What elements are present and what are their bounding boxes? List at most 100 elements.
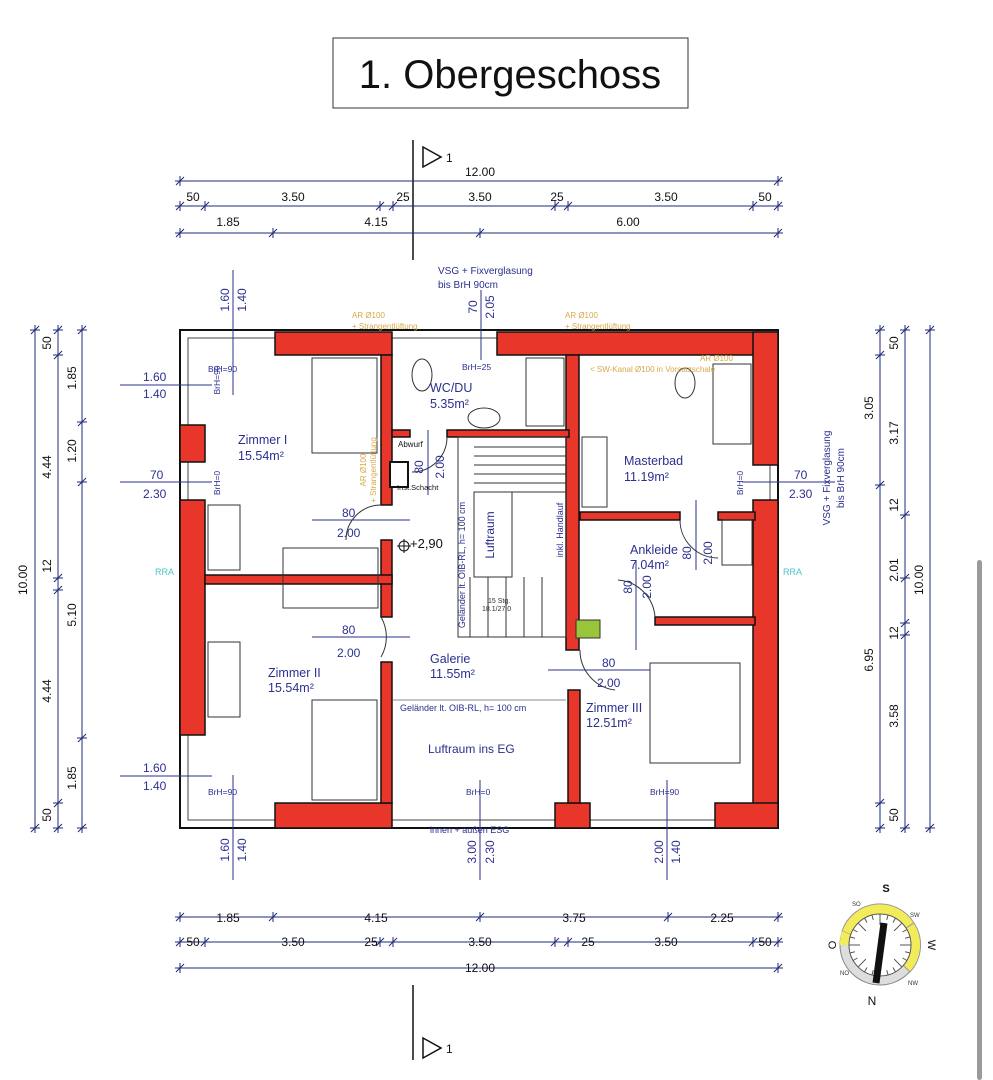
compass-tick <box>904 936 911 939</box>
strang-label-shaft: + Strangentlüftung <box>369 437 378 503</box>
compass-tick <box>857 922 867 932</box>
compass-o: O <box>827 940 839 949</box>
dim-bottom-axis: 4.15 <box>364 911 388 925</box>
opening-dim: 1.60 <box>218 288 232 312</box>
dim-right-detail: 50 <box>887 336 901 350</box>
compass-needle-icon <box>872 922 888 984</box>
glazing-label-right-1: VSG + Fixverglasung <box>822 431 833 526</box>
opening-dim: 1.60 <box>143 761 167 775</box>
section-marker-top: 1 <box>412 140 453 260</box>
compass-tick <box>849 936 856 939</box>
compass-tick <box>893 922 903 932</box>
compass-tick <box>904 951 911 954</box>
dim-left-axis: 1.85 <box>65 766 79 790</box>
wardrobe <box>282 547 379 609</box>
compass-tick <box>857 958 867 968</box>
toilet-masterbad <box>674 367 696 399</box>
sill-height: BrH=90 <box>650 787 679 797</box>
dim-bottom-total: 12.00 <box>465 961 495 975</box>
opening-dim: 1.40 <box>235 838 249 862</box>
dim-bottom-axis: 3.75 <box>562 911 586 925</box>
compass-tick <box>886 969 889 976</box>
sink-wc <box>467 407 501 429</box>
door-dim: 2.00 <box>701 541 715 565</box>
door-dim: 2.00 <box>337 526 361 540</box>
ar-label: AR Ø100 <box>565 311 598 320</box>
compass-tick <box>864 967 868 973</box>
door-dim: 2.00 <box>433 455 447 479</box>
section-marker-bottom: 1 <box>412 985 453 1060</box>
opening-dim: 1.60 <box>143 370 167 384</box>
stairs-count: 15 Stg. <box>488 598 510 605</box>
opening-dimensions: 1.60 1.40 70 2.05 1.60 1.40 70 2.30 1.60… <box>120 270 835 880</box>
staircase[interactable] <box>457 436 567 638</box>
dim-top-axis: 1.85 <box>216 215 240 229</box>
dim-left-detail: 12 <box>40 559 54 573</box>
sill-height: BrH=25 <box>462 362 491 372</box>
scrollbar[interactable] <box>977 560 982 1080</box>
dim-right-axis: 12 <box>887 498 901 512</box>
door-ankleide <box>617 579 656 618</box>
sill-height: BrH=0 <box>212 471 222 496</box>
desk-1 <box>207 504 241 571</box>
door-zimmer-3 <box>579 649 616 691</box>
sill-height: BrH=90 <box>208 364 237 374</box>
dim-top-axis: 6.00 <box>616 215 640 229</box>
strang-label: + Strangentlüftung <box>565 322 631 331</box>
door-dim: 80 <box>621 580 635 594</box>
compass-no: NO <box>840 971 849 977</box>
door-dim: 2.00 <box>337 646 361 660</box>
ar-label-shaft: AR Ø100 <box>359 453 368 486</box>
room-name: Zimmer I <box>238 433 287 447</box>
dim-top-detail: 3.50 <box>281 190 305 204</box>
handrail-label: inkl. Handlauf <box>555 502 565 557</box>
dim-bottom-detail: 3.50 <box>654 935 678 949</box>
glazing-label-right-2: bis BrH 90cm <box>836 448 847 508</box>
compass-tick <box>893 958 903 968</box>
compass-so: SO <box>852 902 861 908</box>
rra-label-right: RRA <box>783 567 802 577</box>
dim-bottom-detail: 3.50 <box>468 935 492 949</box>
opening-dim: 2.30 <box>789 487 813 501</box>
dim-top-total: 12.00 <box>465 165 495 179</box>
opening-dim: 1.40 <box>669 840 683 864</box>
desk-2 <box>207 641 241 718</box>
door-dim: 80 <box>602 656 616 670</box>
dim-right-axis: 2.01 <box>887 558 901 582</box>
dim-left-detail: 4.44 <box>40 679 54 703</box>
dim-bottom-detail: 25 <box>364 935 378 949</box>
dim-top-axis: 4.15 <box>364 215 388 229</box>
title-box <box>332 37 689 109</box>
dim-right-total: 10.00 <box>912 565 926 595</box>
compass-s: S <box>882 883 889 895</box>
room-name: WC/DU <box>430 381 472 395</box>
level-label: +2,90 <box>410 536 443 551</box>
compass-tick <box>849 951 856 954</box>
room-area: 5.35m² <box>430 397 469 411</box>
door-dim: 80 <box>680 546 694 560</box>
room-name: Masterbad <box>624 454 683 468</box>
room-area: 12.51m² <box>586 716 632 730</box>
dim-top-detail: 3.50 <box>468 190 492 204</box>
door-dim: 80 <box>342 506 356 520</box>
dim-left-axis: 1.20 <box>65 439 79 463</box>
compass: S N O W SO SW NO NW <box>827 883 937 1008</box>
bathtub <box>712 363 752 445</box>
sill-height: BrH=90 <box>208 787 237 797</box>
dim-top-detail: 50 <box>186 190 200 204</box>
door-wc <box>411 436 448 473</box>
stair-void <box>473 491 513 578</box>
dim-top-detail: 25 <box>396 190 410 204</box>
compass-tick <box>852 957 858 961</box>
sill-height: BrH=0 <box>466 787 491 797</box>
room-area: 7.04m² <box>630 558 669 572</box>
furniture <box>207 357 753 801</box>
compass-tick <box>902 929 908 933</box>
dim-left-total: 10.00 <box>16 565 30 595</box>
shaft-label: Inst.Schacht <box>397 483 439 492</box>
compass-tick <box>852 929 858 933</box>
dim-left-axis: 1.85 <box>65 366 79 390</box>
shower-wc <box>525 357 565 427</box>
toilet-wc <box>411 358 433 392</box>
vanity <box>581 436 608 508</box>
